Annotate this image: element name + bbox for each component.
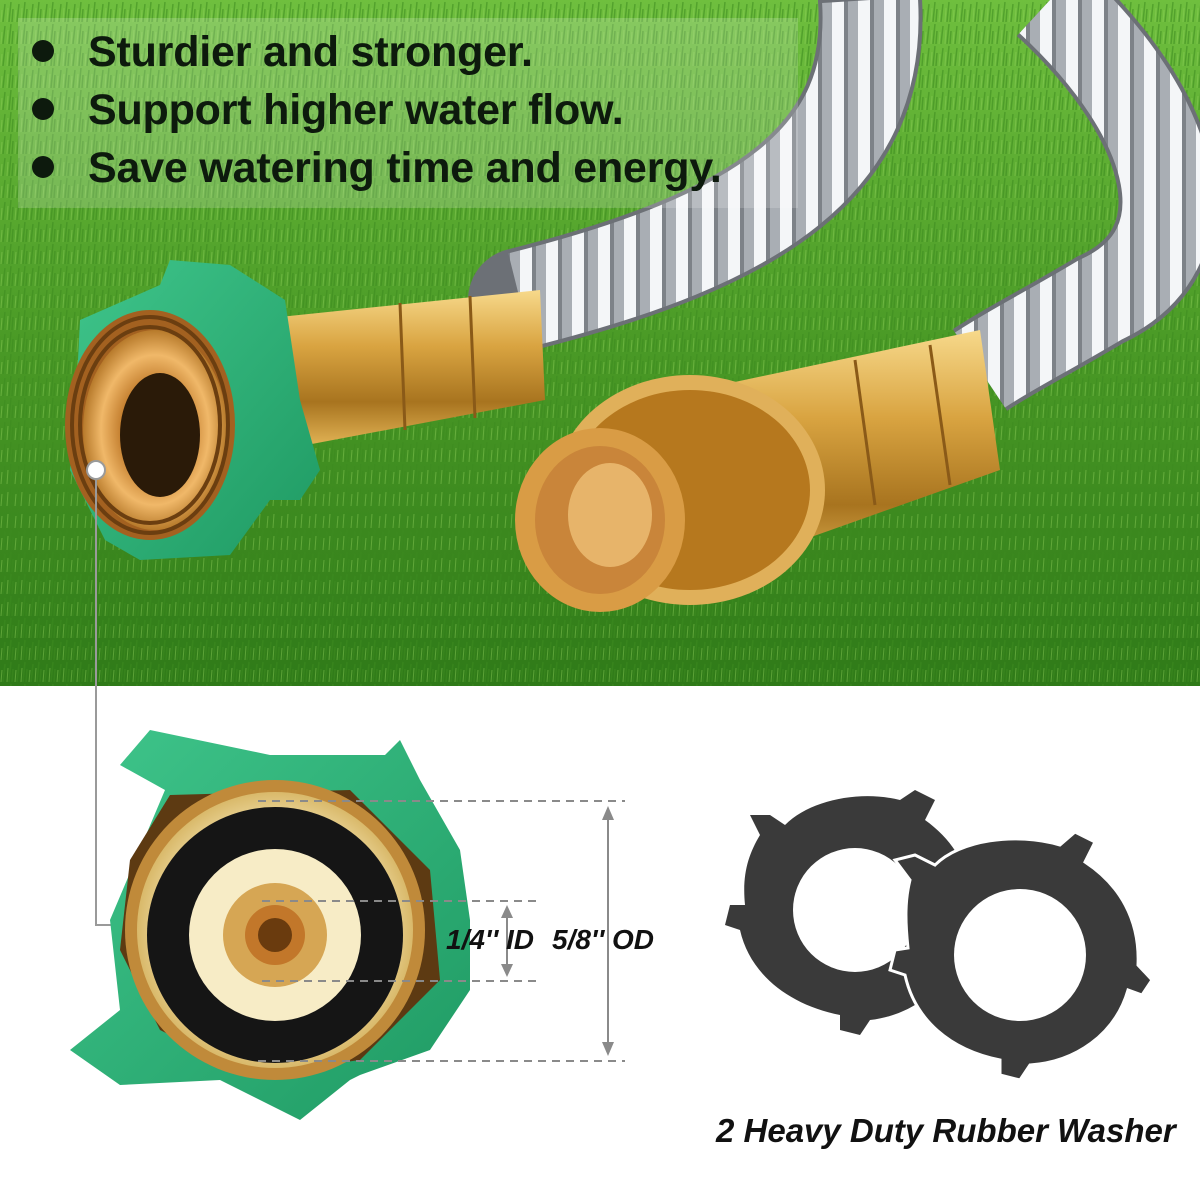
bullet-dot-icon	[32, 97, 54, 120]
brass-male-connector	[515, 330, 1000, 612]
rubber-washer-front	[888, 830, 1154, 1082]
feature-text: Sturdier and stronger.	[88, 28, 533, 76]
feature-text: Support higher water flow.	[88, 86, 624, 134]
feature-bullet: Sturdier and stronger.	[32, 28, 533, 77]
dimension-lines	[258, 800, 625, 1062]
feature-text: Save watering time and energy.	[88, 144, 722, 192]
green-coupling	[65, 260, 320, 560]
bullet-dot-icon	[32, 155, 54, 178]
bullet-dot-icon	[32, 39, 54, 62]
washer-caption: 2 Heavy Duty Rubber Washer	[716, 1112, 1176, 1149]
metal-hose	[468, 0, 1200, 412]
brass-barb-left	[270, 290, 545, 450]
coupling-face-closeup	[70, 730, 470, 1120]
feature-bullet: Save watering time and energy.	[32, 144, 722, 193]
dimension-arrows	[501, 806, 614, 1056]
feature-bullet: Support higher water flow.	[32, 86, 624, 135]
feature-bullet-list: Sturdier and stronger. Support higher wa…	[18, 18, 798, 208]
outer-diameter-label: 5/8'' OD	[552, 924, 655, 955]
inner-diameter-label: 1/4'' ID	[446, 924, 535, 955]
